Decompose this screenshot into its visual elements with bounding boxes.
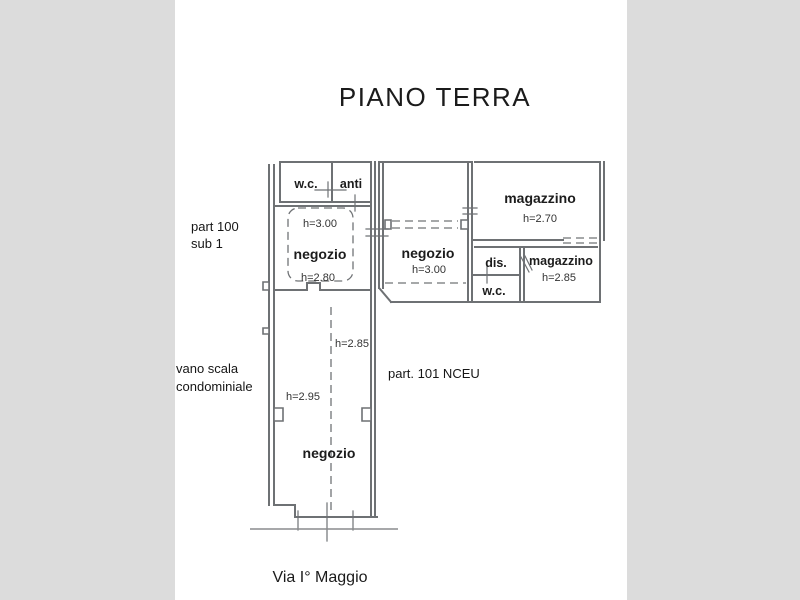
magazzino-top-height: h=2.70: [523, 213, 557, 225]
negozio-left-height-bottom: h=2.80: [301, 272, 335, 284]
negozio-long-height-upper: h=2.85: [335, 338, 369, 350]
plan-title: PIANO TERRA: [339, 82, 531, 112]
room-dis-label: dis.: [485, 256, 507, 270]
magazzino-right-height: h=2.85: [542, 272, 576, 284]
room-labels: w.c. anti h=3.00 negozio h=2.80 negozio …: [286, 177, 593, 461]
room-magazzino-top-label: magazzino: [504, 190, 576, 206]
negozio-center-height: h=3.00: [412, 264, 446, 276]
stairwell-label-line1: vano scala: [176, 361, 239, 376]
parcel-label-line2: sub 1: [191, 236, 223, 251]
room-magazzino-right-label: magazzino: [529, 254, 593, 268]
room-wc-top-label: w.c.: [293, 177, 317, 191]
walls: [262, 161, 605, 518]
negozio-left-height-top: h=3.00: [303, 218, 337, 230]
scanned-page: [175, 0, 627, 600]
wall-piers: [262, 219, 469, 422]
parcel-main-label: part. 101 NCEU: [388, 366, 480, 381]
negozio-long-height-lower: h=2.95: [286, 391, 320, 403]
door-marks: [250, 181, 533, 542]
room-negozio-long-label: negozio: [303, 445, 356, 461]
room-negozio-center-label: negozio: [402, 245, 455, 261]
wall-outline: [268, 161, 605, 518]
door-tick-lines: [297, 181, 533, 542]
street-name-label: Via I° Maggio: [272, 569, 367, 586]
room-negozio-left-label: negozio: [294, 246, 347, 262]
dashed-lines: [287, 207, 600, 514]
room-wc-right-label: w.c.: [481, 284, 505, 298]
parcel-label-line1: part 100: [191, 219, 239, 234]
room-anti-label: anti: [340, 177, 362, 191]
dashed-partition-lines: [330, 220, 600, 514]
stairwell-label-line2: condominiale: [176, 379, 253, 394]
